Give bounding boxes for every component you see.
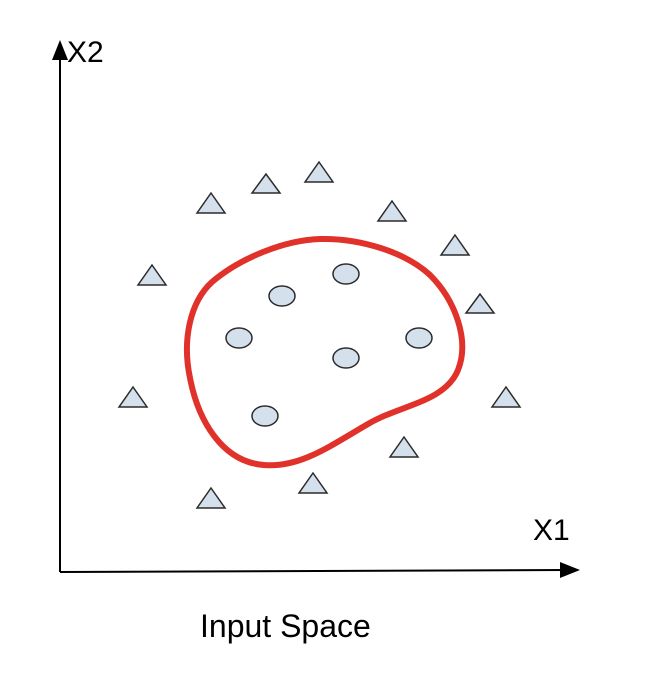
triangle-marker <box>376 199 408 222</box>
circle-marker <box>268 285 296 307</box>
triangle-marker <box>490 385 522 408</box>
y-axis-arrowhead <box>52 40 68 60</box>
decision-boundary <box>183 235 466 469</box>
circle-marker <box>405 327 433 349</box>
x-axis-label: X1 <box>533 514 570 547</box>
triangle-marker <box>136 263 168 286</box>
diagram-caption: Input Space <box>200 608 371 644</box>
circle-marker <box>332 347 360 369</box>
triangle-marker <box>303 160 335 183</box>
triangle-marker <box>464 292 496 314</box>
triangle-marker <box>297 471 329 494</box>
triangle-marker <box>439 233 471 256</box>
triangle-marker <box>388 435 420 458</box>
circle-marker <box>251 405 279 427</box>
x-axis-arrowhead <box>560 562 580 578</box>
triangle-marker <box>250 172 282 194</box>
triangle-marker <box>117 385 149 408</box>
triangle-markers <box>117 160 522 509</box>
circle-marker <box>225 327 253 349</box>
circle-marker <box>332 263 360 285</box>
triangle-marker <box>195 191 227 214</box>
triangle-marker <box>195 486 227 509</box>
x-axis <box>59 569 565 573</box>
circle-markers <box>225 263 433 427</box>
y-axis-label: X2 <box>67 36 104 69</box>
